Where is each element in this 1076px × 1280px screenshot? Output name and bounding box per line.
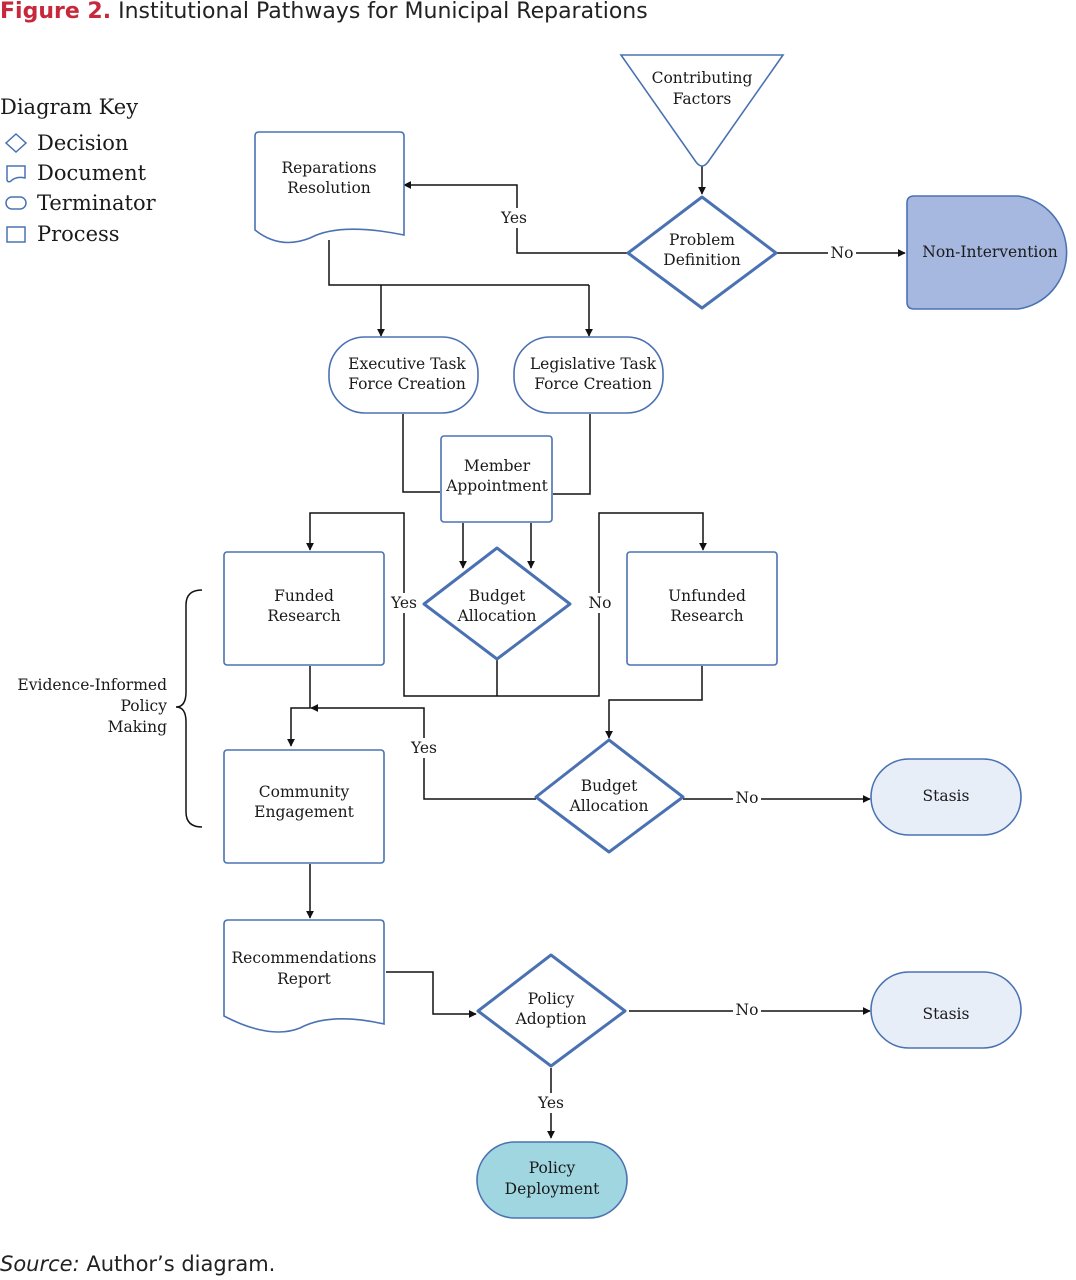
legislative-task-force-line-2: Force Creation bbox=[534, 375, 652, 393]
edge-labels: Yes No Yes No Yes No No Yes bbox=[387, 208, 856, 1113]
funded-research-line-1: Funded bbox=[274, 587, 334, 605]
node-funded-research: Funded Research bbox=[223, 551, 385, 666]
budget-allocation-2-line-1: Budget bbox=[581, 777, 638, 795]
side-label-line-3: Making bbox=[108, 718, 167, 736]
diagram-key: Diagram Key Decision Document Terminator… bbox=[0, 95, 157, 246]
edge-legislative-to-appointment bbox=[553, 414, 591, 495]
label-adoption-no: No bbox=[736, 1001, 759, 1019]
member-appointment-line-2: Appointment bbox=[445, 477, 548, 495]
edge-executive-to-appointment bbox=[402, 414, 440, 493]
figure-title-text: Institutional Pathways for Municipal Rep… bbox=[118, 0, 648, 24]
key-label-document: Document bbox=[37, 161, 147, 185]
key-diamond-icon bbox=[4, 132, 28, 154]
recommendations-report-line-2: Report bbox=[277, 970, 332, 988]
side-label-line-1: Evidence-Informed bbox=[17, 676, 167, 694]
key-title: Diagram Key bbox=[0, 95, 138, 119]
key-label-terminator: Terminator bbox=[37, 191, 157, 215]
community-engagement-line-2: Engagement bbox=[254, 803, 354, 821]
key-terminator-icon bbox=[5, 196, 27, 210]
edge-funded-to-community bbox=[287, 666, 311, 747]
edge-report-to-adoption bbox=[386, 971, 477, 1018]
node-policy-adoption: Policy Adoption bbox=[476, 953, 627, 1068]
edge-resolution-split bbox=[328, 240, 589, 286]
node-contributing-factors: Contributing Factors bbox=[619, 54, 785, 167]
budget-allocation-1-line-1: Budget bbox=[469, 587, 526, 605]
node-community-engagement: Community Engagement bbox=[223, 749, 385, 864]
problem-definition-line-2: Definition bbox=[663, 251, 740, 269]
legislative-task-force-line-1: Legislative Task bbox=[530, 355, 657, 373]
node-stasis-1: Stasis bbox=[870, 758, 1022, 836]
budget-allocation-2-line-2: Allocation bbox=[569, 797, 649, 815]
node-reparations-resolution: Reparations Resolution bbox=[254, 131, 405, 244]
figure-number: Figure 2. bbox=[0, 0, 112, 24]
source-note: Source: Author’s diagram. bbox=[0, 1252, 275, 1276]
source-text: Author’s diagram. bbox=[86, 1252, 276, 1276]
node-legislative-task-force: Legislative Task Force Creation bbox=[513, 336, 664, 414]
curly-brace bbox=[175, 589, 203, 828]
member-appointment-line-1: Member bbox=[464, 457, 531, 475]
policy-adoption-line-1: Policy bbox=[528, 990, 575, 1008]
policy-adoption-line-2: Adoption bbox=[515, 1010, 587, 1028]
contributing-factors-line-2: Factors bbox=[673, 90, 732, 108]
key-document-icon bbox=[6, 165, 26, 183]
key-process-icon bbox=[6, 226, 26, 243]
label-adoption-yes: Yes bbox=[537, 1094, 564, 1112]
side-label-line-2: Policy bbox=[121, 697, 168, 715]
policy-deployment-line-1: Policy bbox=[529, 1159, 576, 1177]
stasis-2-label: Stasis bbox=[923, 1005, 970, 1023]
node-member-appointment: Member Appointment bbox=[440, 435, 553, 523]
node-stasis-2: Stasis bbox=[870, 971, 1022, 1049]
label-budget1-no: No bbox=[589, 594, 612, 612]
funded-research-line-2: Research bbox=[267, 607, 340, 625]
node-problem-definition: Problem Definition bbox=[626, 195, 778, 310]
node-budget-allocation-2: Budget Allocation bbox=[534, 738, 685, 854]
key-label-decision: Decision bbox=[37, 131, 128, 155]
label-budget2-yes: Yes bbox=[410, 739, 437, 757]
node-non-intervention: Non-Intervention bbox=[906, 195, 1068, 310]
node-budget-allocation-1: Budget Allocation bbox=[422, 546, 572, 661]
budget-allocation-1-line-2: Allocation bbox=[457, 607, 537, 625]
contributing-factors-line-1: Contributing bbox=[652, 69, 753, 87]
policy-deployment-line-2: Deployment bbox=[505, 1180, 600, 1198]
edge-budget1-to-unfunded bbox=[497, 512, 707, 697]
reparations-resolution-line-1: Reparations bbox=[281, 159, 376, 177]
figure-title: Figure 2. Institutional Pathways for Mun… bbox=[0, 0, 648, 24]
source-label: Source: bbox=[0, 1252, 80, 1276]
label-budget1-yes: Yes bbox=[390, 594, 417, 612]
node-policy-deployment: Policy Deployment bbox=[476, 1141, 628, 1219]
unfunded-research-line-1: Unfunded bbox=[668, 587, 746, 605]
recommendations-report-line-1: Recommendations bbox=[231, 949, 376, 967]
label-problem-no: No bbox=[831, 244, 854, 262]
edge-budget1-to-funded bbox=[306, 512, 497, 697]
problem-definition-line-1: Problem bbox=[669, 231, 735, 249]
node-unfunded-research: Unfunded Research bbox=[626, 551, 778, 666]
key-label-process: Process bbox=[37, 222, 120, 246]
node-recommendations-report: Recommendations Report bbox=[223, 919, 385, 1033]
community-engagement-line-1: Community bbox=[259, 783, 350, 801]
stasis-1-label: Stasis bbox=[923, 787, 970, 805]
non-intervention-label: Non-Intervention bbox=[922, 243, 1057, 261]
executive-task-force-line-2: Force Creation bbox=[348, 375, 466, 393]
label-budget2-no: No bbox=[736, 789, 759, 807]
node-executive-task-force: Executive Task Force Creation bbox=[328, 336, 479, 414]
unfunded-research-line-2: Research bbox=[670, 607, 743, 625]
executive-task-force-line-1: Executive Task bbox=[348, 355, 466, 373]
label-problem-yes: Yes bbox=[500, 209, 527, 227]
reparations-resolution-line-2: Resolution bbox=[287, 179, 371, 197]
evidence-informed-bracket: Evidence-Informed Policy Making bbox=[17, 589, 203, 828]
edge-unfunded-to-budget2 bbox=[605, 666, 703, 739]
